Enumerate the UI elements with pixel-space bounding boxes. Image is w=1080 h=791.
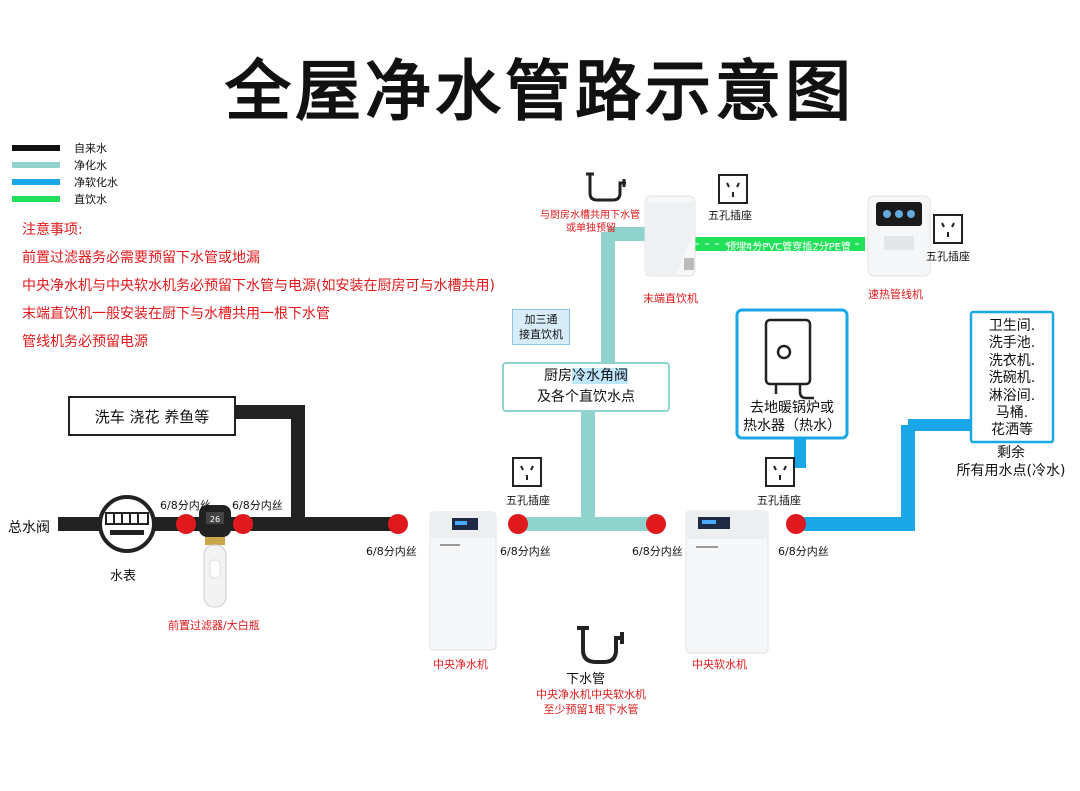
thread-label: 6/8分内丝 — [632, 545, 683, 558]
legend-label: 直饮水 — [74, 193, 107, 206]
thread-joint-dot — [508, 514, 528, 534]
remaining-line: 剩余 — [997, 445, 1025, 461]
room-item: 卫生间. — [988, 318, 1036, 334]
drain-note: 中央净水机中央软水机 — [536, 688, 646, 701]
legend-swatch — [12, 196, 60, 202]
cold-valve-label: 冷水角阀 — [572, 368, 628, 384]
rooms-list: 卫生间. 洗手池. 洗衣机. 洗碗机. 淋浴间. 马桶. 花洒等 — [973, 318, 1051, 440]
thread-joint-dot — [176, 514, 196, 534]
sink-drain-note: 或单独预留 — [566, 223, 616, 234]
page-title: 全屋净水管路示意图 — [225, 53, 855, 130]
power-socket-icon — [512, 457, 542, 487]
socket-label: 五孔插座 — [757, 494, 801, 507]
svg-text:26: 26 — [210, 515, 220, 524]
thread-label: 6/8分内丝 — [366, 545, 417, 558]
car-wash-label: 洗车 浇花 养鱼等 — [94, 407, 210, 426]
sink-drain-note: 与厨房水槽共用下水管 — [540, 210, 640, 221]
note-item: 前置过滤器务必需要预留下水管或地漏 — [22, 250, 260, 266]
kitchen-valve-box: 厨房冷水角阀 及各个直饮水点 — [502, 362, 670, 412]
legend-label: 净软化水 — [74, 176, 118, 189]
thread-label: 6/8分内丝 — [500, 545, 551, 558]
main-valve-label: 总水阀 — [8, 520, 50, 536]
thread-joint-dot — [646, 514, 666, 534]
socket-label: 五孔插座 — [708, 209, 752, 222]
pe-pipe-label: 预埋4分PVC管穿插2分PE管 — [726, 242, 851, 253]
pipe-drinking — [695, 237, 865, 251]
rooms-box — [969, 310, 1055, 444]
central-softener-icon — [685, 510, 769, 654]
socket-label: 五孔插座 — [506, 494, 550, 507]
thread-label: 6/8分内丝 — [232, 499, 283, 512]
room-item: 花洒等 — [991, 422, 1033, 439]
notes-heading: 注意事项: — [22, 222, 83, 238]
notes-panel: 注意事项: 前置过滤器务必需要预留下水管或地漏 中央净水机与中央软水机务必预留下… — [22, 216, 495, 356]
thread-joint-dot — [786, 514, 806, 534]
legend-item-drinking-water: 直饮水 — [12, 191, 107, 207]
remaining-line: 所有用水点(冷水) — [956, 463, 1066, 479]
boiler-box — [735, 308, 849, 440]
pre-filter-icon: 26 — [199, 505, 231, 608]
drain-pipe-icon — [577, 626, 624, 664]
thread-label: 6/8分内丝 — [160, 499, 211, 512]
kitchen-label: 厨房 — [544, 368, 572, 384]
tee-note-line: 加三通 — [524, 313, 558, 326]
drain-label: 下水管 — [566, 672, 606, 687]
end-drinker-icon — [644, 195, 696, 277]
thread-joint-dot — [233, 514, 253, 534]
note-item: 末端直饮机一般安装在厨下与水槽共用一根下水管 — [22, 306, 330, 322]
legend-label: 净化水 — [74, 159, 107, 172]
legend-swatch — [12, 162, 60, 168]
boiler-label-line: 热水器（热水） — [743, 418, 841, 434]
thread-label: 6/8分内丝 — [778, 545, 829, 558]
power-socket-icon — [933, 214, 963, 244]
end-drinker-label: 末端直饮机 — [643, 292, 698, 305]
water-heater-icon — [764, 318, 814, 400]
room-item: 洗碗机. — [988, 370, 1036, 387]
room-item: 马桶. — [995, 405, 1029, 422]
central-softener-label: 中央软水机 — [692, 658, 747, 671]
legend-swatch — [12, 179, 60, 185]
drain-note: 至少预留1根下水管 — [543, 703, 639, 716]
central-purifier-icon — [429, 511, 497, 651]
legend-item-tap-water: 自来水 — [12, 140, 107, 156]
room-item: 洗衣机. — [988, 352, 1036, 369]
central-purifier-label: 中央净水机 — [433, 658, 488, 671]
water-meter-label: 水表 — [110, 569, 137, 584]
kitchen-points-label: 及各个直饮水点 — [537, 389, 635, 405]
water-meter-icon — [98, 495, 156, 553]
car-wash-box: 洗车 浇花 养鱼等 — [68, 396, 236, 436]
pipeline-machine-label: 速热管线机 — [868, 288, 923, 301]
remaining-points-label: 剩余 所有用水点(冷水) — [946, 444, 1076, 480]
drain-pipe-icon — [586, 172, 626, 202]
socket-label: 五孔插座 — [926, 250, 970, 263]
tee-note-line: 接直饮机 — [519, 328, 563, 341]
room-item: 洗手池. — [988, 335, 1036, 352]
legend-swatch — [12, 145, 60, 151]
pipe-softened-main — [796, 425, 915, 531]
room-item: 淋浴间. — [988, 387, 1036, 404]
thread-joint-dot — [388, 514, 408, 534]
pre-filter-label: 前置过滤器/大白瓶 — [168, 619, 260, 632]
legend-item-purified-water: 净化水 — [12, 157, 107, 173]
note-item: 中央净水机与中央软水机务必预留下水管与电源(如安装在厨房可与水槽共用) — [22, 278, 495, 294]
pipeline-machine-icon — [867, 195, 931, 277]
boiler-label-line: 去地暖锅炉或 — [750, 400, 834, 416]
note-item: 管线机务必预留电源 — [22, 334, 148, 350]
legend-item-softened-water: 净软化水 — [12, 174, 118, 190]
tee-connector-note: 加三通 接直饮机 — [512, 309, 570, 345]
boiler-label: 去地暖锅炉或 热水器（热水） — [740, 399, 844, 435]
power-socket-icon — [765, 457, 795, 487]
legend-label: 自来水 — [74, 142, 107, 155]
pipe-tap-branch — [232, 405, 305, 524]
power-socket-icon — [718, 174, 748, 204]
